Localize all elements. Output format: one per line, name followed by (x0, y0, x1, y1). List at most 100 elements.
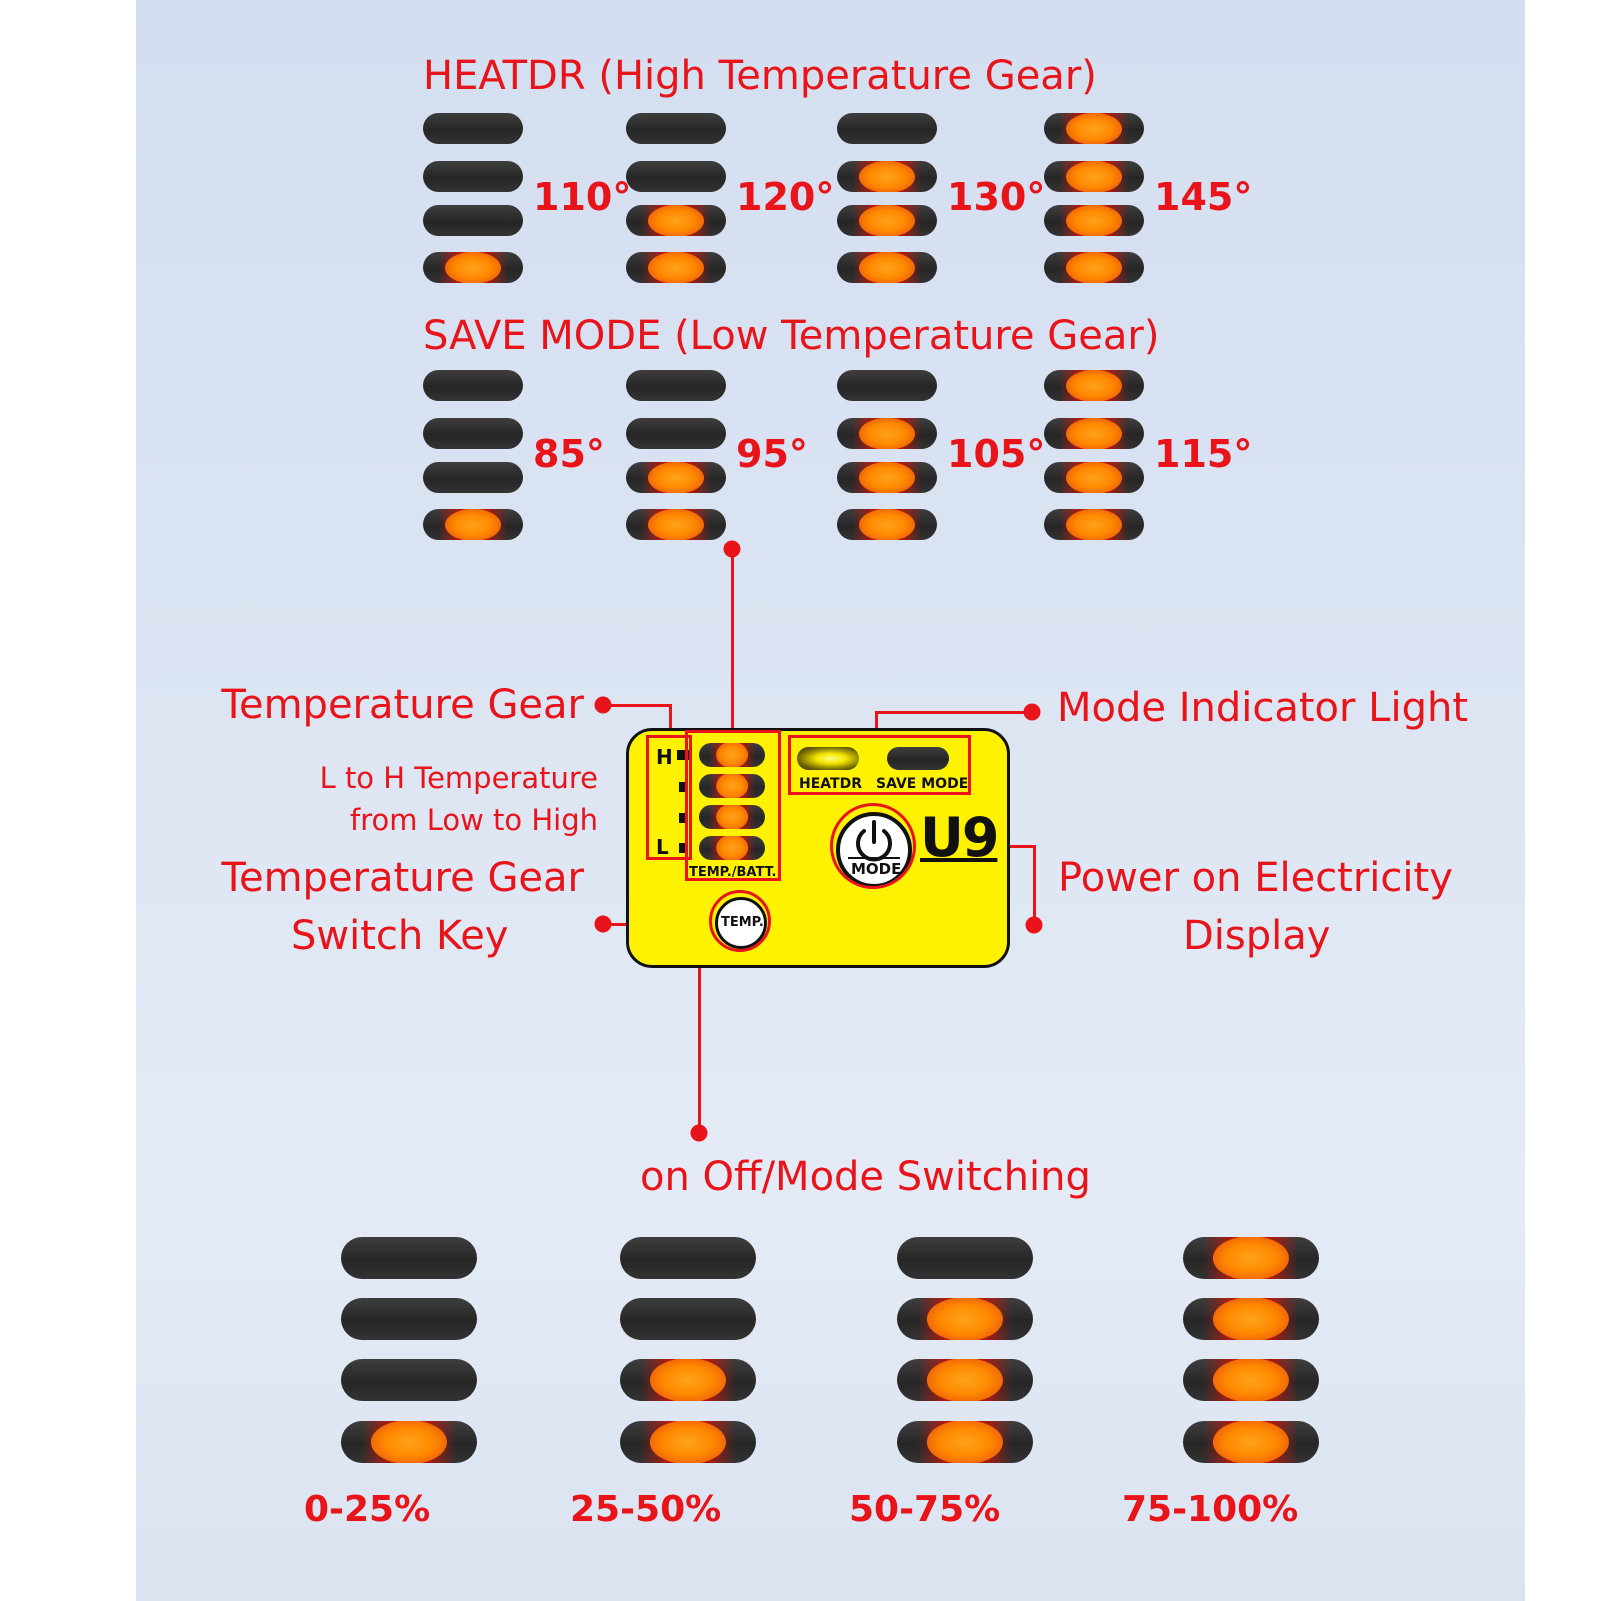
save-mode-indicator-led (887, 747, 949, 770)
heatdr-led-label: HEATDR (799, 776, 862, 792)
connector-line (1033, 845, 1036, 925)
temperature-gear-callout: Temperature Gear (221, 682, 584, 728)
temp-button-highlight (709, 890, 771, 952)
save-mode-led-pill (1044, 462, 1144, 493)
connector-line (875, 711, 878, 735)
connector-dot (594, 696, 612, 714)
battery-led-pill (341, 1237, 477, 1279)
battery-led-pill (620, 1359, 756, 1401)
battery-led-pill (1183, 1237, 1319, 1279)
connector-line (603, 704, 671, 707)
save-mode-led-pill (1044, 509, 1144, 540)
connector-dot (690, 1124, 708, 1142)
connector-dot (723, 540, 741, 558)
save-mode-temperature-label: 85° (533, 432, 605, 476)
switch-key-callout-line1: Temperature Gear (221, 855, 584, 901)
save-mode-led-pill (837, 418, 937, 449)
switch-key-callout-line2: Switch Key (291, 913, 509, 959)
battery-led-pill (341, 1421, 477, 1463)
device-gear-led (699, 805, 765, 829)
device-gear-led (699, 774, 765, 798)
save-mode-temperature-label: 115° (1154, 432, 1253, 476)
connector-dot (594, 915, 612, 933)
u9-device: H L TEMP./BATT. HEATDR SAVE MODE MODE U9… (626, 728, 1010, 968)
battery-level-label: 0-25% (304, 1489, 431, 1530)
heatdr-led-pill (837, 161, 937, 192)
battery-led-pill (1183, 1421, 1319, 1463)
heatdr-led-pill (837, 113, 937, 144)
level-marker (679, 843, 687, 853)
connector-line (731, 549, 734, 730)
save-mode-led-pill (626, 462, 726, 493)
heatdr-led-pill (423, 252, 523, 283)
save-mode-led-pill (626, 509, 726, 540)
battery-level-label: 50-75% (849, 1489, 1001, 1530)
battery-led-pill (897, 1421, 1033, 1463)
gear-leds-highlight (685, 730, 781, 881)
battery-led-pill (1183, 1359, 1319, 1401)
save-mode-led-pill (837, 370, 937, 401)
heatdr-indicator-led (797, 747, 859, 770)
level-marker (679, 782, 687, 792)
battery-led-pill (620, 1421, 756, 1463)
heatdr-temperature-label: 145° (1154, 175, 1253, 219)
save-mode-led-pill (423, 370, 523, 401)
heatdr-led-pill (626, 161, 726, 192)
battery-level-label: 75-100% (1122, 1489, 1299, 1530)
mode-button-highlight (830, 803, 916, 889)
save-mode-temperature-label: 95° (736, 432, 808, 476)
heatdr-led-pill (1044, 205, 1144, 236)
battery-led-pill (620, 1298, 756, 1340)
mode-indicator-callout: Mode Indicator Light (1057, 685, 1468, 731)
battery-led-pill (341, 1298, 477, 1340)
device-gear-led (699, 743, 765, 767)
save-mode-led-pill (837, 462, 937, 493)
save-mode-led-label: SAVE MODE (876, 776, 969, 792)
save-mode-led-pill (837, 509, 937, 540)
heatdr-temperature-label: 110° (533, 175, 632, 219)
heatdr-temperature-label: 120° (736, 175, 835, 219)
save-mode-led-pill (423, 418, 523, 449)
heatdr-led-pill (423, 205, 523, 236)
device-gear-led (699, 836, 765, 860)
heatdr-led-pill (626, 252, 726, 283)
save-mode-temperature-label: 105° (947, 432, 1046, 476)
heatdr-led-pill (626, 113, 726, 144)
battery-level-label: 25-50% (570, 1489, 722, 1530)
u9-model-logo: U9 (920, 806, 999, 869)
save-mode-title: SAVE MODE (Low Temperature Gear) (423, 313, 1160, 359)
temp-batt-label: TEMP./BATT. (689, 865, 777, 880)
battery-led-pill (620, 1237, 756, 1279)
level-scale-highlight (646, 735, 692, 860)
heatdr-temperature-label: 130° (947, 175, 1046, 219)
battery-led-pill (897, 1359, 1033, 1401)
level-h-label: H (656, 745, 673, 769)
on-off-callout: on Off/Mode Switching (640, 1154, 1091, 1200)
battery-led-pill (897, 1298, 1033, 1340)
mode-indicator-highlight (788, 735, 971, 795)
connector-dot (1023, 703, 1041, 721)
connector-line (669, 704, 672, 734)
heatdr-led-pill (626, 205, 726, 236)
heatdr-title: HEATDR (High Temperature Gear) (423, 53, 1097, 99)
save-mode-led-pill (626, 370, 726, 401)
heatdr-led-pill (837, 205, 937, 236)
save-mode-led-pill (1044, 418, 1144, 449)
power-callout-line2: Display (1183, 913, 1331, 959)
heatdr-led-pill (1044, 161, 1144, 192)
connector-dot (1025, 916, 1043, 934)
level-marker (677, 750, 689, 760)
heatdr-led-pill (1044, 113, 1144, 144)
l-to-h-callout-line2: from Low to High (349, 803, 598, 837)
connector-line (698, 880, 701, 1133)
battery-led-pill (1183, 1298, 1319, 1340)
save-mode-led-pill (1044, 370, 1144, 401)
level-l-label: L (656, 835, 669, 859)
heatdr-led-pill (423, 161, 523, 192)
battery-led-pill (897, 1237, 1033, 1279)
save-mode-led-pill (423, 509, 523, 540)
save-mode-led-pill (626, 418, 726, 449)
save-mode-led-pill (423, 462, 523, 493)
power-callout-line1: Power on Electricity (1058, 855, 1453, 901)
connector-line (876, 711, 1032, 714)
